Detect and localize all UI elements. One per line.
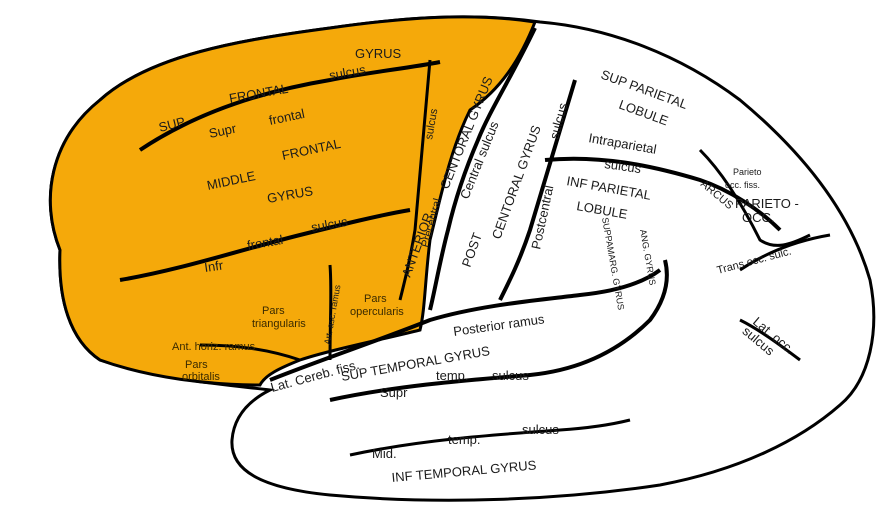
label-sulcus-inf: sulcus	[310, 214, 349, 235]
intraparietal-sulcus	[544, 156, 782, 232]
transverse-occipital-sulcus	[739, 233, 831, 272]
label-mid: Mid.	[372, 446, 397, 461]
label-temp-mid: temp.	[448, 432, 481, 447]
label-parieto-occ-1: Parieto	[733, 167, 762, 177]
middle-temporal-sulcus	[349, 418, 631, 457]
label-parieto-occ-line1: PARIETO -	[735, 196, 799, 211]
label-parieto-occ-line2: OCC.	[742, 210, 775, 225]
label-pars-orb-2: orbitalis	[182, 371, 220, 383]
parieto-occipital-fissure	[698, 148, 811, 247]
label-supr: Supr	[208, 120, 239, 141]
label-gyrus-top: GYRUS	[355, 46, 402, 61]
superior-frontal-sulcus	[138, 60, 441, 152]
label-pars-triangularis: Pars triangularis	[252, 305, 306, 330]
ascending-ramus	[328, 264, 333, 361]
label-pars-opercularis: Pars opercularis	[350, 293, 404, 318]
label-sulcus-temp-mid: sulcus	[522, 422, 559, 437]
frontal-lobe-region	[48, 15, 538, 387]
central-sulcus	[428, 27, 537, 311]
label-frontal-lower: frontal	[268, 106, 307, 128]
label-frontal-inf: frontal	[246, 232, 284, 253]
label-pars-tri-1: Pars	[262, 305, 285, 317]
label-pars-oper-2: opercularis	[350, 306, 404, 318]
label-ant-horiz-ramus: Ant. horiz. ramus	[172, 341, 256, 353]
label-pars-orbitalis: Pars orbitalis	[182, 359, 220, 383]
lateral-occipital-sulcus	[739, 318, 801, 362]
label-sulcus-sup-frontal: sulcus	[328, 62, 367, 83]
label-parieto-occ-fiss: Parieto occ. fiss.	[725, 167, 764, 190]
lateral-fissure	[269, 268, 662, 382]
label-pars-tri-2: triangularis	[252, 318, 306, 330]
label-pars-orb-1: Pars	[185, 359, 208, 371]
inferior-frontal-sulcus	[119, 208, 411, 282]
label-sup: SUP	[157, 114, 187, 135]
label-parieto-occ-2: occ. fiss.	[725, 180, 760, 190]
label-temp-sup: temp.	[436, 368, 469, 383]
label-parieto-occ: PARIETO - OCC.	[735, 196, 802, 225]
label-infr: Infr	[203, 257, 224, 275]
label-pars-oper-1: Pars	[364, 293, 387, 305]
label-sulcus-central-left: sulcus	[423, 107, 440, 140]
label-sulcus-temp-sup: sulcus	[492, 368, 529, 383]
label-supr-temp: Supr	[380, 385, 408, 400]
precentral-sulcus	[398, 59, 432, 301]
horizontal-ramus	[199, 343, 301, 362]
label-sulcus-intra: sulcus	[604, 156, 643, 176]
postcentral-sulcus	[498, 79, 577, 301]
superior-temporal-sulcus	[329, 259, 669, 402]
